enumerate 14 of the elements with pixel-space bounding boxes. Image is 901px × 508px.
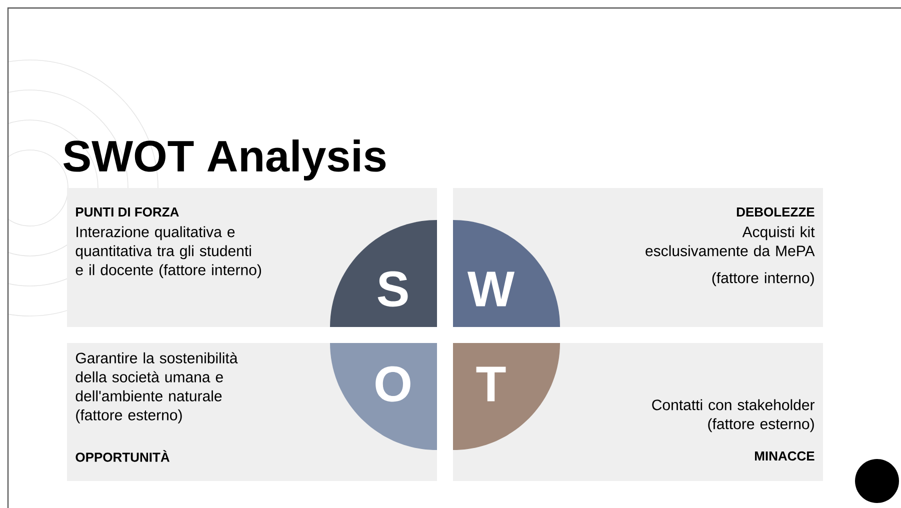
title: SWOT Analysis [63, 139, 386, 180]
panel-text: Garantire la sostenibilità della società umana e dell'ambiente naturale (fattore esterno) [76, 352, 238, 424]
quadrant-sector: T [453, 343, 560, 450]
panel-text: Acquisti kit esclusivamente da MePA [646, 226, 815, 256]
panel-text: (fattore interno) [712, 272, 814, 286]
panel-heading: MINACCE [755, 451, 814, 461]
quadrant-sector: S [330, 220, 437, 327]
panel-heading: PUNTI DI FORZA [76, 207, 179, 217]
panel-heading: DEBOLEZZE [736, 207, 814, 217]
panel-text: Interazione qualitativa e quantitativa tra gli studenti e il docente (fattore interno) [76, 226, 261, 278]
quadrant-sector: O [330, 343, 437, 450]
panel-text: Contatti con stakeholder (fattore esterno) [652, 399, 815, 432]
quadrant-sector: W [453, 220, 560, 327]
panel-heading: OPPORTUNITÀ [76, 450, 170, 462]
